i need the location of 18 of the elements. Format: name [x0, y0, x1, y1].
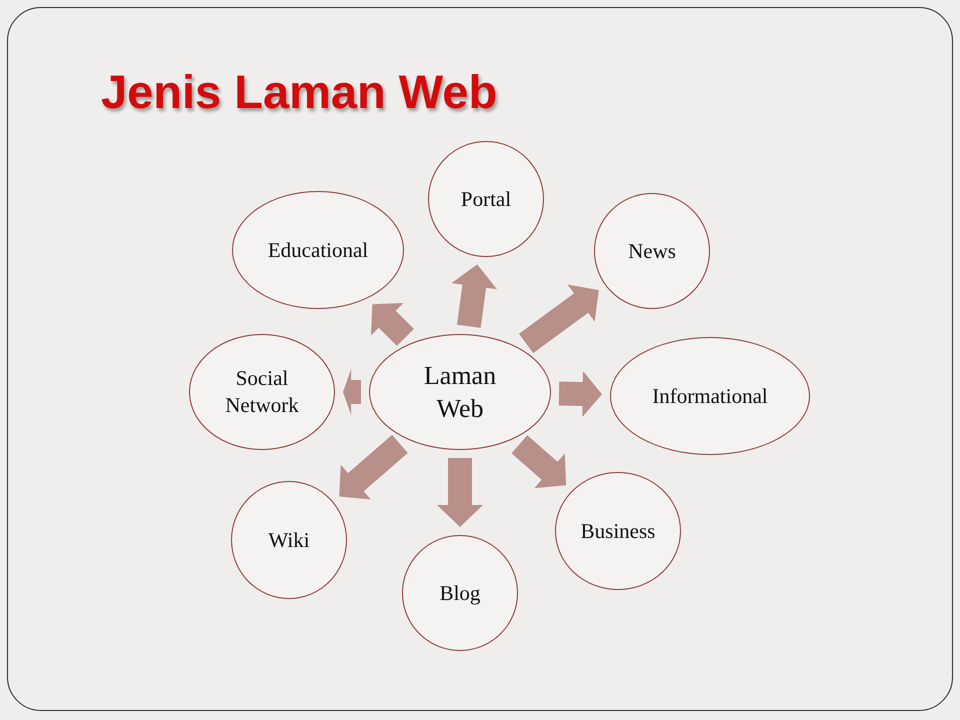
node-label: Laman Web	[422, 360, 498, 425]
block-arrow	[519, 284, 599, 354]
title: Jenis Laman Web	[101, 64, 498, 120]
node-label: Portal	[460, 186, 512, 212]
block-arrow	[558, 371, 602, 417]
block-arrow	[512, 435, 566, 488]
node-label: Social Network	[224, 365, 300, 419]
block-arrow	[339, 434, 408, 500]
node-label: News	[628, 238, 676, 264]
block-arrow	[371, 303, 414, 346]
node-label: Educational	[268, 237, 368, 263]
node-label: Business	[580, 518, 656, 544]
block-arrow	[452, 264, 497, 328]
block-arrow	[343, 369, 361, 415]
node-label: Wiki	[268, 527, 310, 553]
node-label: Informational	[652, 383, 768, 409]
node-label: Blog	[440, 580, 480, 606]
block-arrow	[437, 458, 483, 527]
